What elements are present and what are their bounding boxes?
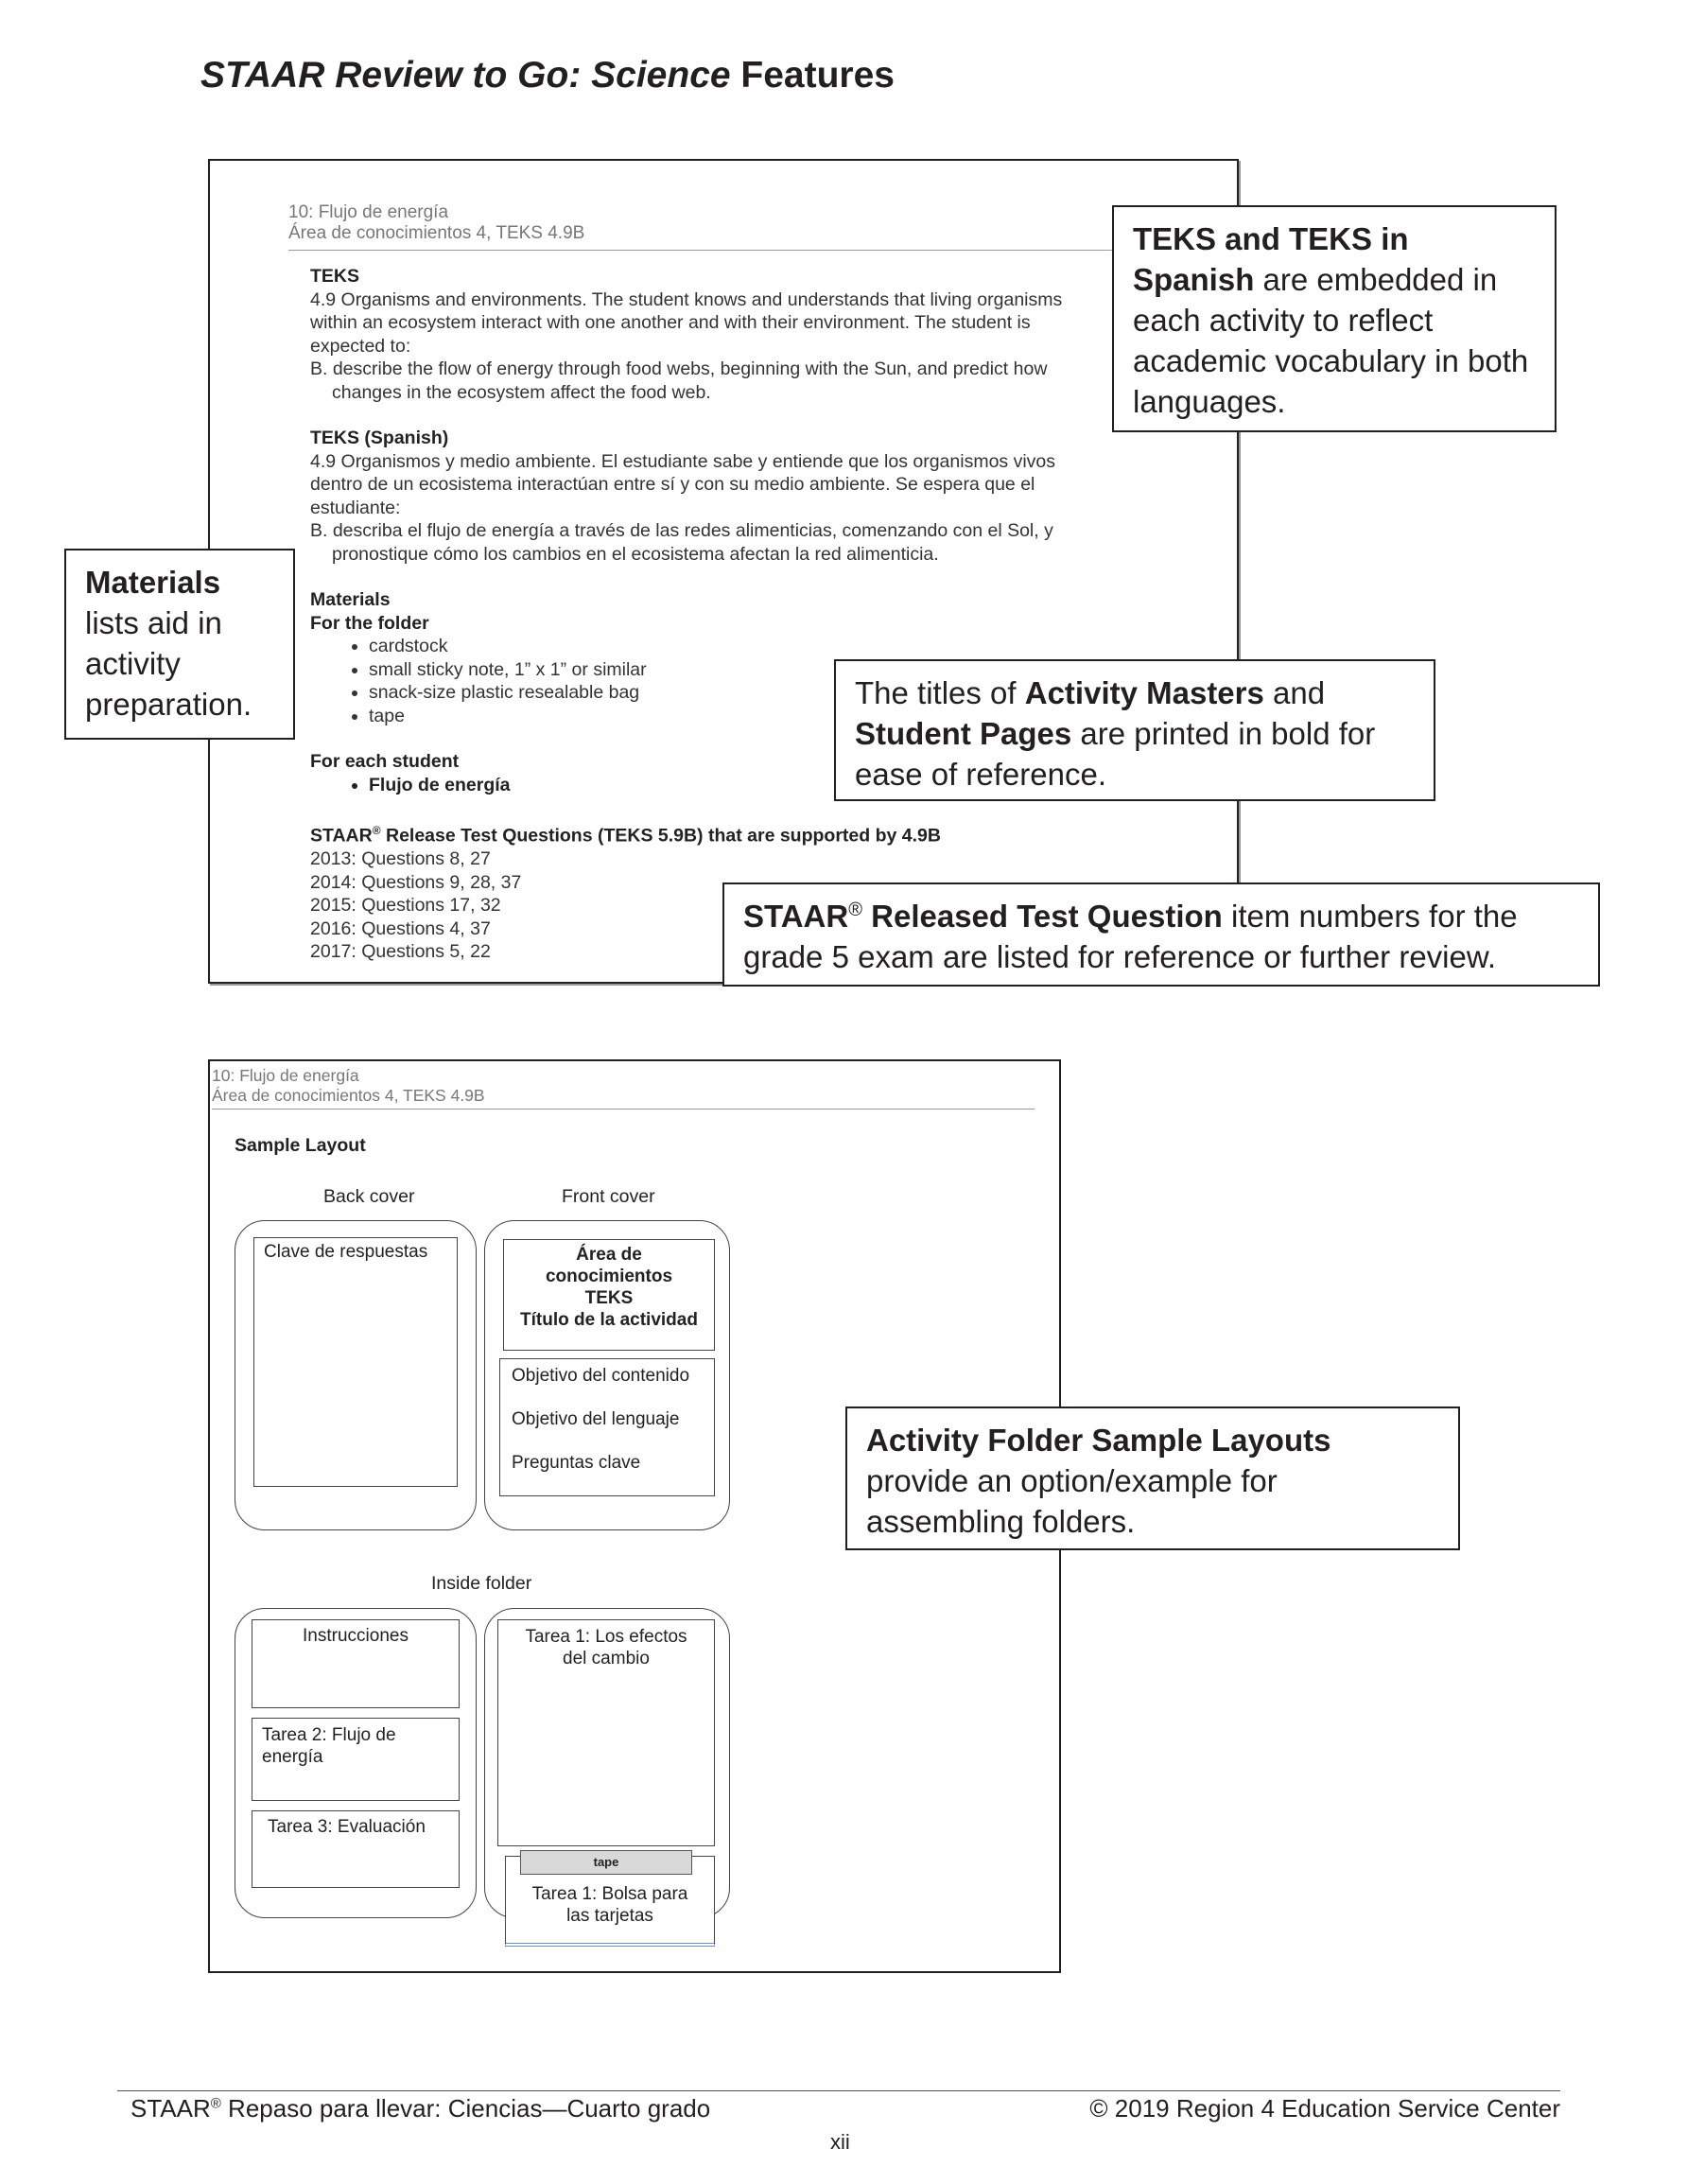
folder-materials-list: cardstock small sticky note, 1” x 1” or …: [310, 635, 1142, 727]
staar-heading-rest: Release Test Questions (TEKS 5.9B) that …: [380, 825, 941, 847]
registered-mark: ®: [372, 824, 381, 837]
teks-line: changes in the ecosystem affect the food…: [332, 381, 711, 403]
teks-line: expected to:: [310, 335, 411, 357]
bag-line: Tarea 1: Bolsa para: [531, 1884, 688, 1904]
callout-text: lists aid in activity preparation.: [85, 605, 252, 722]
teks-callout: TEKS and TEKS in Spanish are embedded in…: [1112, 205, 1557, 432]
teks-spanish-line: pronostique cómo los cambios en el ecosi…: [332, 543, 939, 565]
page-title-italic: STAAR Review to Go: Science: [200, 55, 731, 96]
front-cover-label: Front cover: [562, 1186, 655, 1207]
staar-question-line: 2017: Questions 5, 22: [310, 941, 491, 962]
staar-question-line: 2013: Questions 8, 27: [310, 848, 491, 869]
footer-copyright: © 2019 Region 4 Education Service Center: [1089, 2094, 1560, 2123]
teks-spanish-line: estudiante:: [310, 497, 401, 518]
task2-line: energía: [262, 1747, 323, 1767]
callout-text: item numbers for the grade 5 exam are li…: [743, 899, 1518, 974]
task3-sheet: Tarea 3: Evaluación: [252, 1810, 460, 1888]
task1-line: Tarea 1: Los efectos: [525, 1627, 687, 1647]
answer-key-sheet: Clave de respuestas: [253, 1237, 458, 1487]
activity-body: TEKS 4.9 Organisms and environments. The…: [310, 265, 1142, 964]
list-item: tape: [369, 705, 1142, 728]
materials-heading: Materials: [310, 589, 391, 610]
task2-sheet: Tarea 2: Flujo de energía: [252, 1718, 460, 1801]
callout-text: The titles of: [855, 675, 1025, 710]
bag-line: las tarjetas: [566, 1906, 653, 1926]
front-title-line: Área de: [576, 1245, 642, 1265]
front-title-line: conocimientos: [545, 1267, 673, 1286]
teks-heading: TEKS: [310, 266, 360, 287]
footer-title: STAAR® Repaso para llevar: Ciencias—Cuar…: [130, 2094, 710, 2123]
staar-question-line: 2016: Questions 4, 37: [310, 917, 491, 939]
callout-bold: Activity Masters: [1024, 675, 1264, 710]
activity-number: 10: Flujo de energía: [288, 202, 449, 222]
page-title-rest: Features: [740, 55, 895, 96]
callout-text: are printed in bold for ease of referenc…: [855, 716, 1376, 792]
staar-heading: STAAR® Release Test Questions (TEKS 5.9B…: [310, 819, 1142, 847]
footer-title-rest: Repaso para llevar: Ciencias—Cuarto grad…: [220, 2094, 711, 2123]
sample-layout-page: 10: Flujo de energía Área de conocimient…: [208, 1059, 1061, 1973]
footer-title-start: STAAR: [130, 2094, 211, 2123]
callout-text: are embedded in each activity to reflect…: [1133, 262, 1529, 419]
teks-spanish-line: B. describa el flujo de energía a través…: [310, 520, 1053, 541]
callout-bold: TEKS and TEKS in Spanish: [1133, 221, 1409, 297]
staar-heading-label: STAAR: [310, 825, 373, 847]
teks-line: B. describe the flow of energy through f…: [310, 358, 1048, 379]
page-number: xii: [830, 2130, 850, 2154]
footer-divider: [117, 2090, 1560, 2091]
staar-callout: STAAR® Released Test Question item numbe…: [722, 882, 1600, 987]
list-item: Flujo de energía: [369, 774, 1142, 797]
folder-layout-callout: Activity Folder Sample Layouts provide a…: [845, 1406, 1460, 1550]
list-item: snack-size plastic resealable bag: [369, 681, 1142, 705]
folder-heading: For the folder: [310, 612, 429, 634]
objectives-sheet: Objetivo del contenido Objetivo del leng…: [499, 1358, 715, 1496]
staar-question-line: 2014: Questions 9, 28, 37: [310, 871, 522, 893]
instructions-sheet: Instrucciones: [252, 1619, 460, 1708]
activity-number: 10: Flujo de energía: [212, 1066, 359, 1085]
staar-question-line: 2015: Questions 17, 32: [310, 895, 501, 916]
layout-header: 10: Flujo de energía Área de conocimient…: [212, 1066, 485, 1106]
registered-mark: ®: [210, 2095, 221, 2112]
back-cover-label: Back cover: [323, 1186, 415, 1207]
teks-spanish-line: 4.9 Organismos y medio ambiente. El estu…: [310, 450, 1056, 472]
registered-mark: ®: [848, 900, 862, 920]
callout-bold: Released Test Question: [861, 899, 1223, 934]
callout-bold: Student Pages: [855, 716, 1072, 751]
callout-bold: STAAR: [743, 899, 849, 934]
inside-folder-label: Inside folder: [431, 1573, 532, 1594]
teks-line: within an ecosystem interact with one an…: [310, 312, 1031, 333]
task1-line: del cambio: [563, 1649, 650, 1669]
callout-bold: Materials: [85, 565, 221, 600]
student-heading: For each student: [310, 751, 460, 772]
front-title-sheet: Área de conocimientos TEKS Título de la …: [503, 1239, 715, 1351]
task1-sheet: Tarea 1: Los efectos del cambio: [497, 1619, 715, 1846]
list-item: cardstock: [369, 635, 1142, 658]
callout-bold: Activity Folder Sample Layouts: [866, 1423, 1331, 1458]
callout-text: provide an option/example for assembling…: [866, 1463, 1278, 1539]
language-objective: Objetivo del lenguaje: [512, 1409, 680, 1429]
content-objective: Objetivo del contenido: [512, 1366, 690, 1386]
front-title-line: TEKS: [584, 1288, 634, 1308]
teks-spanish-heading: TEKS (Spanish): [310, 428, 449, 448]
teks-line: 4.9 Organisms and environments. The stud…: [310, 288, 1063, 310]
key-questions: Preguntas clave: [512, 1453, 641, 1473]
student-materials-list: Flujo de energía: [310, 774, 1142, 797]
activity-strand: Área de conocimientos 4, TEKS 4.9B: [212, 1086, 485, 1105]
task2-line: Tarea 2: Flujo de: [262, 1725, 396, 1745]
tape-strip: tape: [520, 1850, 692, 1875]
sample-layout-heading: Sample Layout: [235, 1135, 366, 1156]
activity-header: 10: Flujo de energía Área de conocimient…: [288, 202, 584, 244]
callout-text: and: [1263, 675, 1326, 710]
activity-page-excerpt: 10: Flujo de energía Área de conocimient…: [208, 159, 1239, 984]
front-title-line: Título de la actividad: [520, 1310, 698, 1330]
titles-callout: The titles of Activity Masters and Stude…: [834, 659, 1435, 801]
list-item: small sticky note, 1” x 1” or similar: [369, 658, 1142, 682]
page-title: STAAR Review to Go: Science Features: [200, 55, 895, 96]
materials-callout: Materials lists aid in activity preparat…: [64, 549, 295, 740]
header-divider: [288, 250, 1234, 251]
activity-strand: Área de conocimientos 4, TEKS 4.9B: [288, 223, 585, 243]
teks-spanish-line: dentro de un ecosistema interactúan entr…: [310, 474, 1035, 495]
